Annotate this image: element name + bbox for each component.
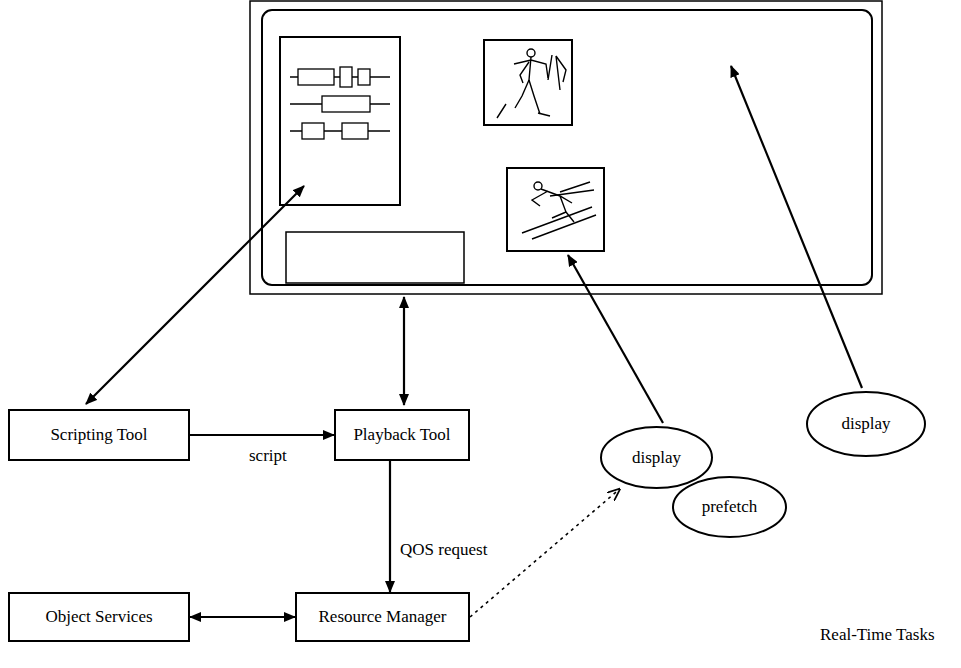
tool-box: Playback Tool (334, 409, 470, 461)
node-label: prefetch (702, 497, 758, 517)
manager-box: Resource Manager (295, 592, 470, 642)
skier-image (507, 168, 604, 251)
playback-arrow (403, 297, 405, 405)
display-arrow (568, 255, 663, 423)
node-label: Scripting Tool (50, 425, 147, 445)
screen-frame (250, 1, 882, 294)
skier-image (484, 40, 572, 125)
node-label: Playback Tool (353, 425, 450, 445)
task-ellipse: display (600, 426, 713, 489)
dotted-arrow (470, 489, 620, 617)
edge-label: QOS request (398, 540, 489, 560)
node-label: display (841, 414, 890, 434)
tool-box: Scripting Tool (8, 409, 190, 461)
timeline-window (280, 37, 400, 205)
service-box: Object Services (8, 592, 190, 642)
edge-label: script (247, 446, 289, 466)
text-bar (286, 232, 464, 283)
node-label: display (632, 448, 681, 468)
flow-arrow (190, 434, 334, 436)
display-arrow (731, 66, 862, 388)
group-label: Real-Time Tasks (818, 625, 937, 645)
node-label: Resource Manager (319, 607, 447, 627)
edit-arrow (86, 186, 304, 404)
task-ellipse: display (806, 391, 926, 457)
screen-inner (262, 10, 872, 285)
task-ellipse: prefetch (672, 476, 787, 538)
flow-arrow (389, 461, 391, 592)
node-label: Object Services (45, 607, 152, 627)
flow-arrow (190, 616, 295, 618)
